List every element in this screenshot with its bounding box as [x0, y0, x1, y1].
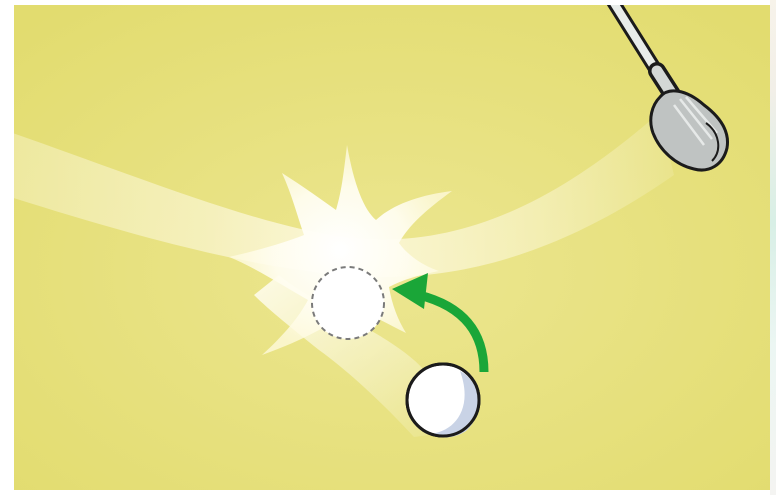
right-edge-strip — [770, 0, 776, 495]
curved-arrow-icon — [417, 290, 489, 373]
illustration-panel — [14, 5, 770, 490]
arrow-head — [392, 273, 428, 309]
golf-club-icon — [606, 5, 730, 172]
impact-burst-icon — [229, 145, 452, 355]
ghost-ball-icon — [311, 266, 385, 340]
club-swing-trail — [14, 113, 674, 278]
golf-ball-icon — [405, 362, 481, 438]
golf-shot-illustration — [14, 5, 770, 490]
